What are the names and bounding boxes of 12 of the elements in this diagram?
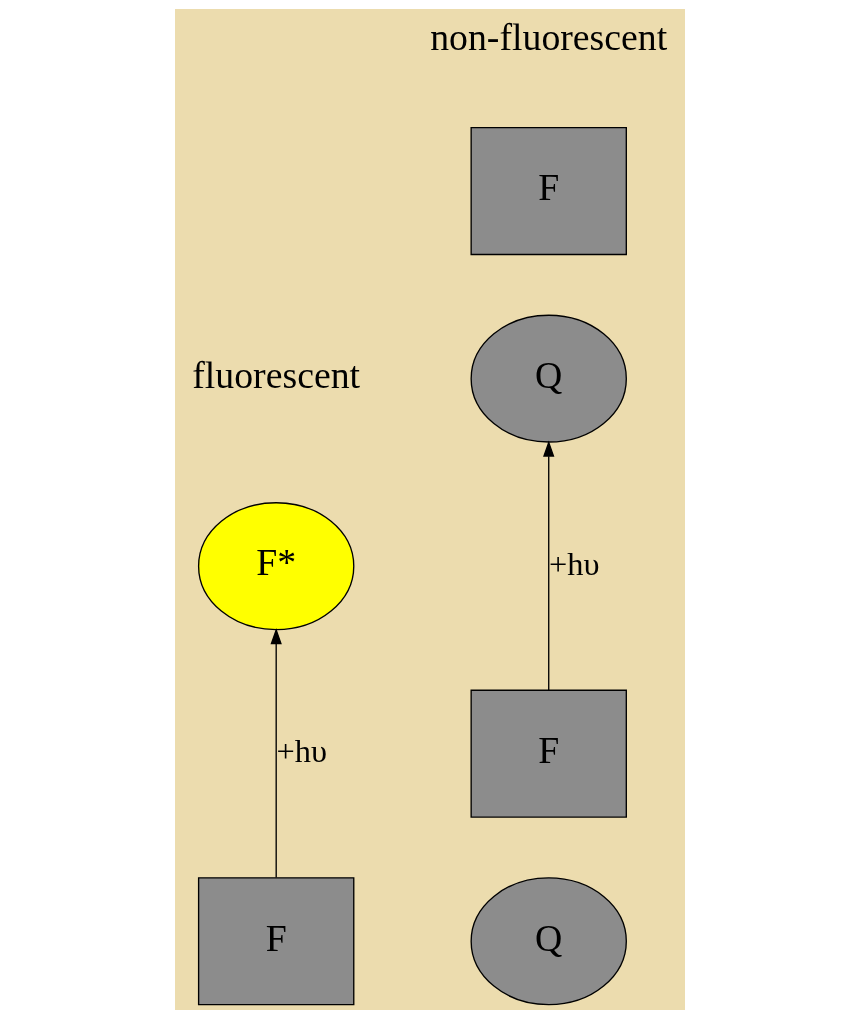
arrow	[270, 628, 282, 879]
node-box: F	[197, 877, 354, 1006]
arrow	[542, 440, 554, 691]
edge-label: +hυ	[548, 545, 600, 582]
node-ellipse: Q	[469, 877, 627, 1006]
node-label: non-fluorescent	[429, 15, 667, 58]
node-ellipse: F*	[197, 502, 354, 631]
node-ellipse: Q	[469, 314, 627, 443]
node-label: fluorescent	[191, 353, 360, 396]
edge-label: +hυ	[276, 733, 327, 770]
node-box: F	[469, 689, 627, 818]
node-box: F	[469, 127, 627, 256]
